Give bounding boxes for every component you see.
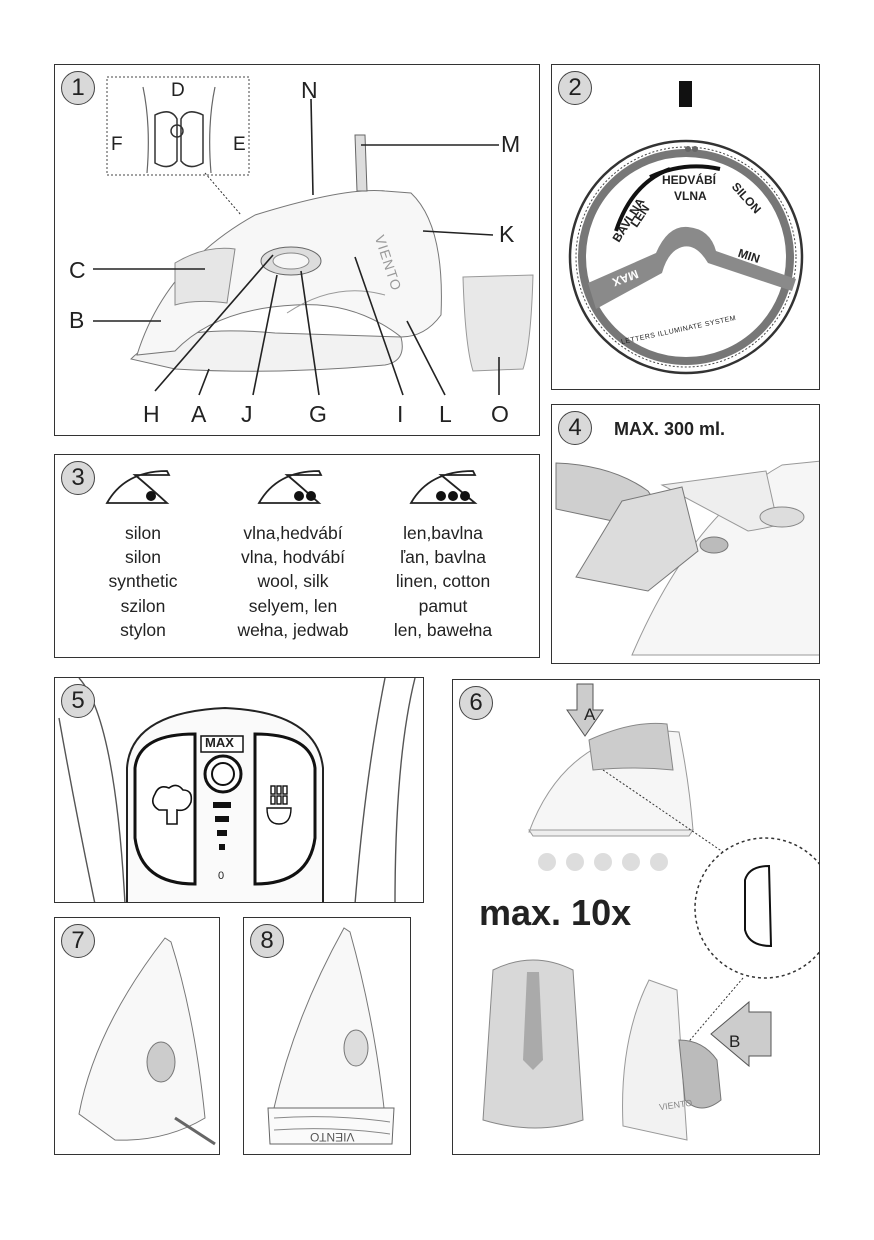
label-o: O [491, 401, 509, 427]
figure-number: 3 [61, 461, 95, 495]
label-j: J [241, 401, 253, 427]
label-e: E [233, 134, 246, 155]
dial-drawing [568, 81, 804, 375]
label-g: G [309, 401, 327, 427]
three-dot-icon [409, 470, 478, 504]
figure-number: 7 [61, 924, 95, 958]
label-d: D [171, 80, 185, 101]
figure-number: 8 [250, 924, 284, 958]
shot-of-steam-illustration [482, 683, 819, 1141]
label-m: M [501, 131, 521, 157]
steam-drops [538, 853, 668, 871]
figure-number: 1 [61, 71, 95, 105]
label-a: A [191, 401, 207, 427]
zero-label: 0 [218, 870, 225, 882]
fabric-column-medium: vlna,hedvábí vlna, hodvábí wool, silk se… [237, 523, 349, 640]
arrow-b-shape [710, 1000, 772, 1068]
label-f: F [111, 134, 123, 155]
steam-icon [151, 784, 193, 825]
label-c: C [69, 257, 86, 283]
figure-6-shot-of-steam: 6 A B max. 10x VIENTO [452, 679, 820, 1155]
max-repeat-note: max. 10x [479, 892, 632, 933]
figure-number: 2 [558, 71, 592, 105]
iron-dot-icons [105, 470, 478, 504]
arrow-b-label: B [729, 1032, 741, 1051]
figure-7-vertical-iron: 7 [54, 917, 220, 1155]
figure-8-cord-storage: 8 VIENTO [243, 917, 411, 1155]
label-l: L [439, 401, 452, 427]
max-capacity-note: MAX. 300 ml. [614, 419, 726, 439]
figure-2-temperature-dial: 2 BAVLNA LEN HEDVÁBÍ VLNA SILON MIN MAX … [551, 64, 820, 390]
spray-icon [266, 785, 292, 825]
dial-pointer-mark [679, 81, 692, 107]
figure-number: 4 [558, 411, 592, 445]
iron-brand-lettering: VIENTO [310, 1130, 355, 1144]
label-b: B [69, 307, 85, 333]
figure-1-iron-parts: 1 VIENTO VIENTO D F E N M [54, 64, 540, 436]
control-panel-drawing [58, 678, 416, 902]
fabric-column-low: silon silon synthetic szilon stylon [108, 523, 178, 640]
figure-number: 6 [459, 686, 493, 720]
two-dot-icon [257, 470, 323, 504]
figure-3-fabric-settings: 3 silon silon synthetic szilon stylon vl… [54, 454, 540, 658]
iron-standing-drawing [267, 927, 395, 1145]
fabric-column-high: len,bavlna ľan, bavlna linen, cotton pam… [393, 523, 493, 640]
figure-4-filling-water: 4 MAX. 300 ml. [551, 404, 820, 664]
iron-side-view-drawing [93, 76, 534, 396]
label-k: K [499, 221, 515, 247]
label-n: N [301, 77, 318, 103]
dial-hedvabi: HEDVÁBÍ [662, 173, 717, 187]
label-i: I [397, 401, 404, 427]
figure-5-control-panel: 5 MAX 0 [54, 677, 424, 903]
arrow-a-label: A [584, 705, 596, 724]
dial-vlna: VLNA [674, 189, 707, 203]
arrow-a-shape [566, 683, 604, 737]
label-h: H [143, 401, 160, 427]
max-label: MAX [205, 735, 234, 750]
figure-number: 5 [61, 684, 95, 718]
iron-front-view-drawing [78, 937, 216, 1146]
one-dot-icon [105, 470, 171, 504]
filling-illustration [555, 460, 819, 656]
